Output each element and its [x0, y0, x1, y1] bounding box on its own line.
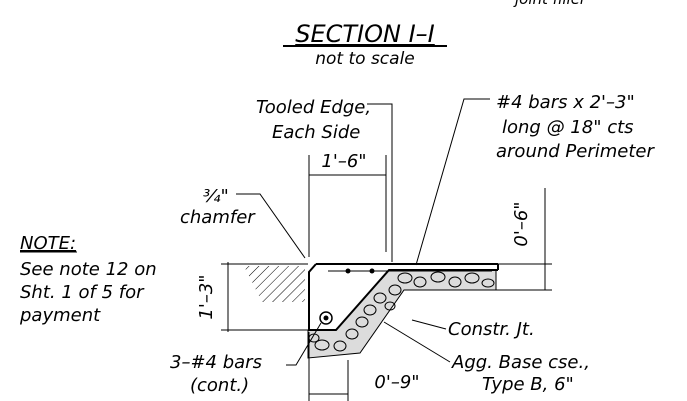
- dim-depth-slab: 0'–6": [511, 201, 532, 246]
- bars3-label-2: (cont.): [190, 375, 249, 396]
- tooled-edge-label-2: Each Side: [272, 122, 360, 143]
- agg-label-1: Agg. Base cse.,: [451, 352, 590, 373]
- dim-depth-curb: 1'–3": [196, 274, 217, 319]
- bars-label-3: around Perimeter: [496, 141, 655, 162]
- note-line-2: Sht. 1 of 5 for: [20, 282, 145, 303]
- agg-leader: [383, 321, 451, 363]
- curb-outline: [308, 263, 498, 331]
- chamfer-leader: [236, 193, 306, 259]
- bars-leader: [415, 98, 490, 266]
- tooled-edge-label-1: Tooled Edge,: [256, 97, 371, 118]
- dim-width-top: 1'–6": [321, 151, 366, 172]
- tooled-edge-leader: [367, 103, 393, 262]
- note-line-1: See note 12 on: [20, 259, 157, 280]
- rebar-dot: [369, 268, 375, 274]
- dim-width-bottom: 0'–9": [374, 372, 419, 393]
- constr-jt-label: Constr. Jt.: [448, 319, 535, 340]
- earth-hatch: [244, 266, 305, 302]
- aggregate-stones: [308, 271, 495, 352]
- agg-label-2: Type B, 6": [482, 374, 574, 395]
- section-subtitle: not to scale: [315, 49, 415, 69]
- bars3-leader: [286, 322, 322, 366]
- note-heading: NOTE:: [20, 233, 76, 254]
- bars-label-2: long @ 18" cts: [502, 117, 634, 138]
- bars3-label-1: 3–#4 bars: [170, 352, 262, 373]
- aggregate-base: [307, 269, 497, 359]
- note-line-3: payment: [19, 305, 101, 326]
- rebar-dot: [345, 268, 351, 274]
- chamfer-label-2: chamfer: [180, 207, 256, 228]
- bars-label-1: #4 bars x 2'–3": [496, 92, 635, 113]
- section-title: SECTION I–I: [295, 20, 435, 48]
- top-fragment-text: joint filler: [513, 0, 587, 8]
- continuous-bar-core: [323, 315, 329, 321]
- constr-jt-leader: [411, 319, 447, 330]
- chamfer-label-1: ¾": [203, 186, 229, 207]
- continuous-bar: [319, 311, 333, 325]
